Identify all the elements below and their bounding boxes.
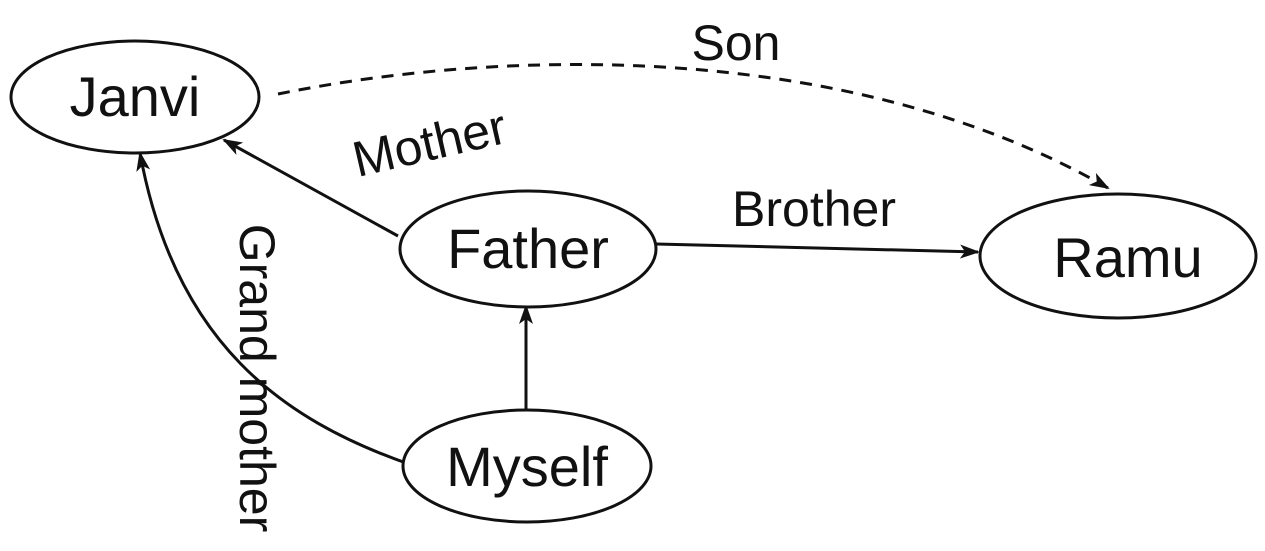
node-myself-label: Myself: [446, 435, 608, 498]
mother-edge-label: Mother: [347, 98, 511, 188]
node-ramu: Ramu: [978, 192, 1258, 320]
node-father-label: Father: [447, 217, 609, 280]
son-edge: [277, 62, 1110, 190]
brother-edge: [655, 242, 980, 259]
node-father: Father: [398, 189, 658, 309]
node-janvi-label: Janvi: [70, 65, 201, 128]
grand-mother-edge-label: Grand mother: [229, 224, 285, 532]
mother-edge: [222, 138, 399, 238]
node-ramu-label: Ramu: [1053, 226, 1202, 289]
son-edge-label: Son: [692, 15, 781, 71]
node-myself: Myself: [401, 408, 653, 524]
brother-edge-label: Brother: [732, 181, 896, 237]
node-janvi: Janvi: [9, 39, 261, 155]
grand-mother-edge: [136, 151, 407, 465]
